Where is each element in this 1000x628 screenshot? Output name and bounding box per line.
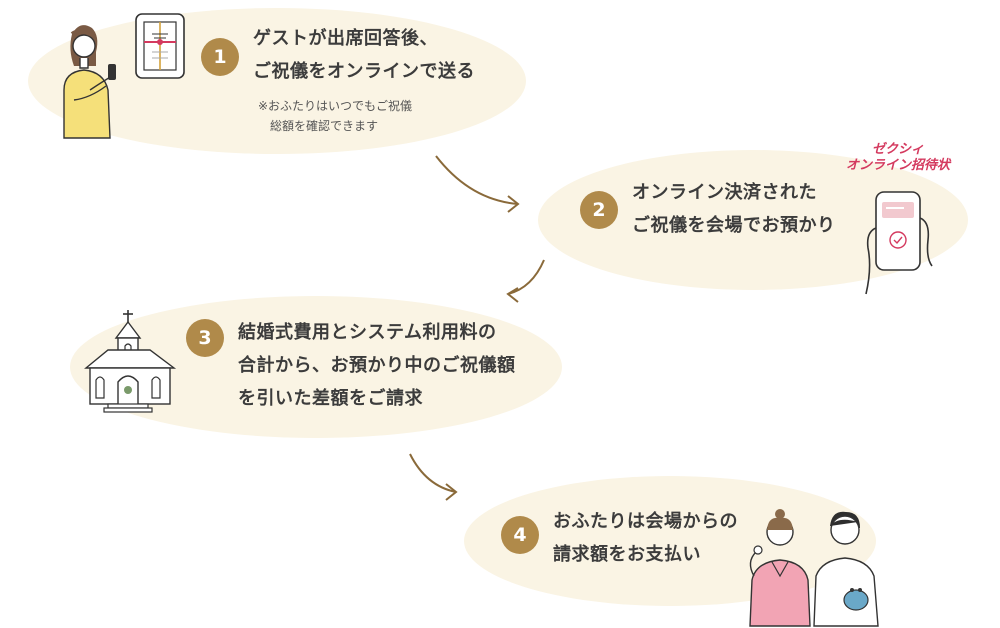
step-4-text-line-1: おふたりは会場からの bbox=[553, 511, 738, 532]
step-2-text-line-1: オンライン決済された bbox=[632, 182, 817, 203]
flow-arrow-icon bbox=[435, 155, 520, 213]
step-1-bubble bbox=[28, 8, 526, 154]
step-3-number-badge: 3 bbox=[186, 319, 224, 357]
step-2-number-badge: 2 bbox=[580, 191, 618, 229]
couple-icon bbox=[749, 509, 879, 627]
flow-arrow-icon bbox=[409, 453, 458, 501]
chapel-icon bbox=[84, 310, 177, 413]
step-3-text-line-2: 合計から、お預かり中のご祝儀額 bbox=[238, 355, 516, 376]
step-1-note-line-2: 総額を確認できます bbox=[270, 119, 379, 133]
woman-with-phone-icon bbox=[63, 25, 116, 139]
brand-logo: ゼクシィ オンライン招待状 bbox=[846, 142, 950, 174]
brand-logo-line-2: オンライン招待状 bbox=[846, 158, 951, 173]
flow-arrow-icon bbox=[506, 259, 545, 303]
brand-logo-line-1: ゼクシィ bbox=[872, 142, 925, 157]
step-1-number-badge: 1 bbox=[201, 38, 239, 76]
gift-envelope-icon bbox=[135, 13, 185, 79]
step-2-text-line-2: ご祝儀を会場でお預かり bbox=[632, 215, 836, 236]
step-1-note-line-1: ※おふたりはいつでもご祝儀 bbox=[258, 99, 413, 113]
step-3-text-line-3: を引いた差額をご請求 bbox=[238, 388, 423, 409]
step-1-text-line-2: ご祝儀をオンラインで送る bbox=[253, 61, 475, 82]
step-1-text-line-1: ゲストが出席回答後、 bbox=[253, 28, 438, 49]
phone-in-hand-icon bbox=[865, 191, 933, 295]
step-4-number-badge: 4 bbox=[501, 516, 539, 554]
step-4-text-line-2: 請求額をお支払い bbox=[553, 544, 701, 565]
step-3-text-line-1: 結婚式費用とシステム利用料の bbox=[238, 322, 497, 343]
